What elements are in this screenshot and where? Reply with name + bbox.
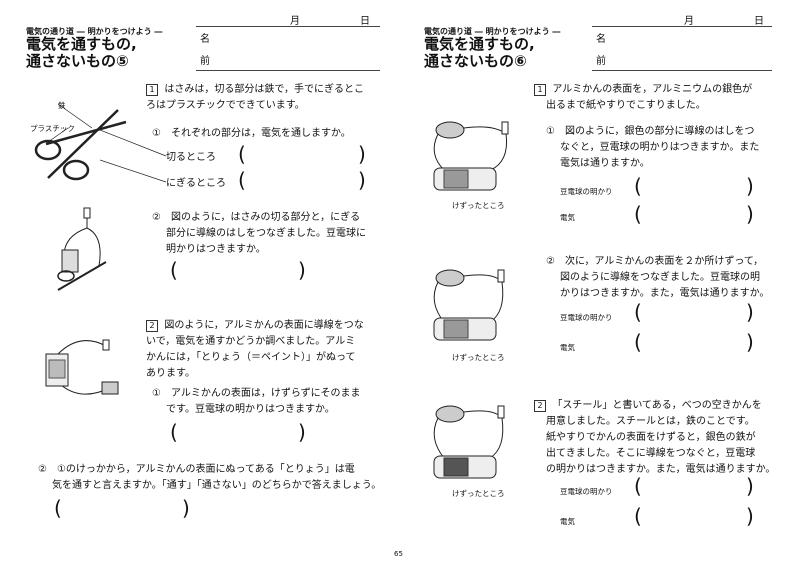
right-q2-text-5: の明かりはつきますか。また，電気は通りますか。 xyxy=(546,464,776,475)
answer-paren-nigiru-close[interactable]: ) xyxy=(358,168,366,192)
right-name-1: 名 xyxy=(596,34,606,45)
right-subtitle: 電気の通り道 ― 明かりをつけよう ― xyxy=(424,27,561,36)
left-q2-text-2: いで，電気を通すかどうか調べました。アルミ xyxy=(146,336,356,347)
left-q1-text-2: ろはプラスチックでできています。 xyxy=(146,100,305,111)
right-q1-2-bulb-label: 豆電球の明かり xyxy=(560,313,613,322)
aluminium-can-circuit-illustration xyxy=(45,339,119,395)
left-subtitle: 電気の通り道 ― 明かりをつけよう ― xyxy=(26,27,163,36)
right-q1-sub2-a: ② 次に，アルミかんの表面を２か所けずって， xyxy=(546,256,764,267)
answer-r1-1-denki-open[interactable]: ( xyxy=(634,202,642,226)
answer-paren-kiru-close[interactable]: ) xyxy=(358,142,366,166)
right-label-kezutta-2: けずったところ xyxy=(452,353,505,362)
answer-paren-q2-2-close[interactable]: ) xyxy=(182,496,190,520)
left-title-2: 通さないもの⑤ xyxy=(26,52,129,70)
right-title-1: 電気を通すもの, xyxy=(424,35,535,53)
right-label-kezutta-3: けずったところ xyxy=(452,489,505,498)
answer-r1-1-denki-close[interactable]: ) xyxy=(746,202,754,226)
right-q2-text-4: 出てきました。そこに導線をつなぐと，豆電球 xyxy=(546,448,756,459)
left-q2-sub2-a: ② ①のけっかから，アルミかんの表面にぬってある「とりょう」は電 xyxy=(38,464,355,475)
answer-r2-bulb-close[interactable]: ) xyxy=(746,474,754,498)
label-nigiru: にぎるところ xyxy=(166,178,226,189)
left-q2-header: 2 図のように，アルミかんの表面に導線をつな xyxy=(146,318,364,334)
left-q2-number: 2 xyxy=(146,320,158,332)
right-q2-text-2: 用意しました。スチールとは，鉄のことです。 xyxy=(546,416,755,427)
left-month: 月 xyxy=(290,16,300,27)
left-q2-text-4: あります。 xyxy=(146,368,195,379)
label-tetsu: 鉄 xyxy=(58,101,66,110)
left-q1-sub2-a: ② 図のように，はさみの切る部分と，にぎる xyxy=(152,212,361,223)
left-name-1: 名 xyxy=(200,34,210,45)
left-q1-sub2-b: 部分に導線のはしをつなぎました。豆電球に xyxy=(166,228,366,239)
left-q1-sub1: ① それぞれの部分は，電気を通しますか。 xyxy=(152,128,351,139)
right-q2-denki-label: 電気 xyxy=(560,517,575,526)
right-q2-text-1: 「スチール」と書いてある，べつの空きかんを xyxy=(552,400,762,411)
answer-r2-denki-close[interactable]: ) xyxy=(746,504,754,528)
answer-r2-denki-open[interactable]: ( xyxy=(634,504,642,528)
left-q2-sub2-b: 気を通すと言えますか。「通す」「通さない」のどちらかで答えましょう。 xyxy=(52,480,382,491)
left-name-2: 前 xyxy=(200,56,210,67)
right-name-line-top xyxy=(592,26,772,27)
answer-r1-1-bulb-close[interactable]: ) xyxy=(746,174,754,198)
answer-paren-nigiru-open[interactable]: ( xyxy=(238,168,246,192)
left-day: 日 xyxy=(360,16,370,27)
can-circuit-illustration-2 xyxy=(433,269,505,341)
right-day: 日 xyxy=(754,16,764,27)
pointer-lines xyxy=(100,130,167,183)
right-name-line-bottom xyxy=(592,70,772,71)
right-q1-text-2: 出るまで紙やすりでこすりました。 xyxy=(546,100,706,111)
right-q1-header: 1 アルミかんの表面を，アルミニウムの銀色が xyxy=(534,82,752,98)
right-label-kezutta-1: けずったところ xyxy=(452,201,505,210)
left-q1-number: 1 xyxy=(146,84,158,96)
answer-r2-bulb-open[interactable]: ( xyxy=(634,474,642,498)
left-name-line-top xyxy=(196,26,380,27)
right-q1-sub2-c: かりはつきますか。また，電気は通りますか。 xyxy=(560,288,770,299)
label-plastic: プラスチック xyxy=(30,124,75,133)
left-q1-header: 1 はさみは，切る部分は鉄で，手でにぎるとこ xyxy=(146,82,364,98)
right-q2-bulb-label: 豆電球の明かり xyxy=(560,487,613,496)
can-circuit-illustration-1 xyxy=(433,121,509,191)
scissors-circuit-illustration xyxy=(57,207,107,291)
right-title-2: 通さないもの⑥ xyxy=(424,52,527,70)
right-q1-sub1-b: なぐと，豆電球の明かりはつきますか。また xyxy=(560,142,760,153)
answer-r1-2-bulb-close[interactable]: ) xyxy=(746,300,754,324)
answer-paren-q1-2-open[interactable]: ( xyxy=(170,258,178,282)
left-q2-sub1-a: ① アルミかんの表面は，けずらずにそのまま xyxy=(152,388,361,399)
left-title-1: 電気を通すもの, xyxy=(26,35,137,53)
right-q1-1-denki-label: 電気 xyxy=(560,213,575,222)
right-q2-header: 2 「スチール」と書いてある，べつの空きかんを xyxy=(534,398,762,414)
answer-paren-q2-1-close[interactable]: ) xyxy=(298,420,306,444)
page-number: 65 xyxy=(394,550,403,558)
steel-can-circuit-illustration xyxy=(433,405,505,479)
right-q1-text-1: アルミかんの表面を，アルミニウムの銀色が xyxy=(552,84,753,95)
right-q1-1-bulb-label: 豆電球の明かり xyxy=(560,187,613,196)
left-q2-text-3: かんには，「とりょう（＝ペイント）」がぬって xyxy=(146,352,356,363)
right-q2-number: 2 xyxy=(534,400,546,412)
right-q1-sub2-b: 図のように導線をつなぎました。豆電球の明 xyxy=(560,272,760,283)
answer-r1-2-bulb-open[interactable]: ( xyxy=(634,300,642,324)
right-name-2: 前 xyxy=(596,56,606,67)
answer-paren-q2-1-open[interactable]: ( xyxy=(170,420,178,444)
right-q2-text-3: 紙やすりでかんの表面をけずると，銀色の鉄が xyxy=(546,432,756,443)
left-q2-sub1-b: です。豆電球の明かりはつきますか。 xyxy=(166,404,335,415)
left-q1-text-1: はさみは，切る部分は鉄で，手でにぎるとこ xyxy=(164,84,364,95)
answer-r1-2-denki-open[interactable]: ( xyxy=(634,330,642,354)
answer-r1-1-bulb-open[interactable]: ( xyxy=(634,174,642,198)
right-q1-2-denki-label: 電気 xyxy=(560,343,575,352)
scissors-illustration xyxy=(34,103,127,181)
answer-paren-q1-2-close[interactable]: ) xyxy=(298,258,306,282)
answer-paren-q2-2-open[interactable]: ( xyxy=(54,496,62,520)
right-month: 月 xyxy=(684,16,694,27)
left-name-line-bottom xyxy=(196,70,380,71)
right-q1-sub1-a: ① 図のように，銀色の部分に導線のはしをつ xyxy=(546,126,755,137)
answer-r1-2-denki-close[interactable]: ) xyxy=(746,330,754,354)
answer-paren-kiru-open[interactable]: ( xyxy=(238,142,246,166)
label-kiru: 切るところ xyxy=(166,152,216,163)
left-q2-text-1: 図のように，アルミかんの表面に導線をつな xyxy=(164,320,364,331)
right-q1-number: 1 xyxy=(534,84,546,96)
left-q1-sub2-c: 明かりはつきますか。 xyxy=(166,244,266,255)
right-q1-sub1-c: 電気は通りますか。 xyxy=(560,158,650,169)
